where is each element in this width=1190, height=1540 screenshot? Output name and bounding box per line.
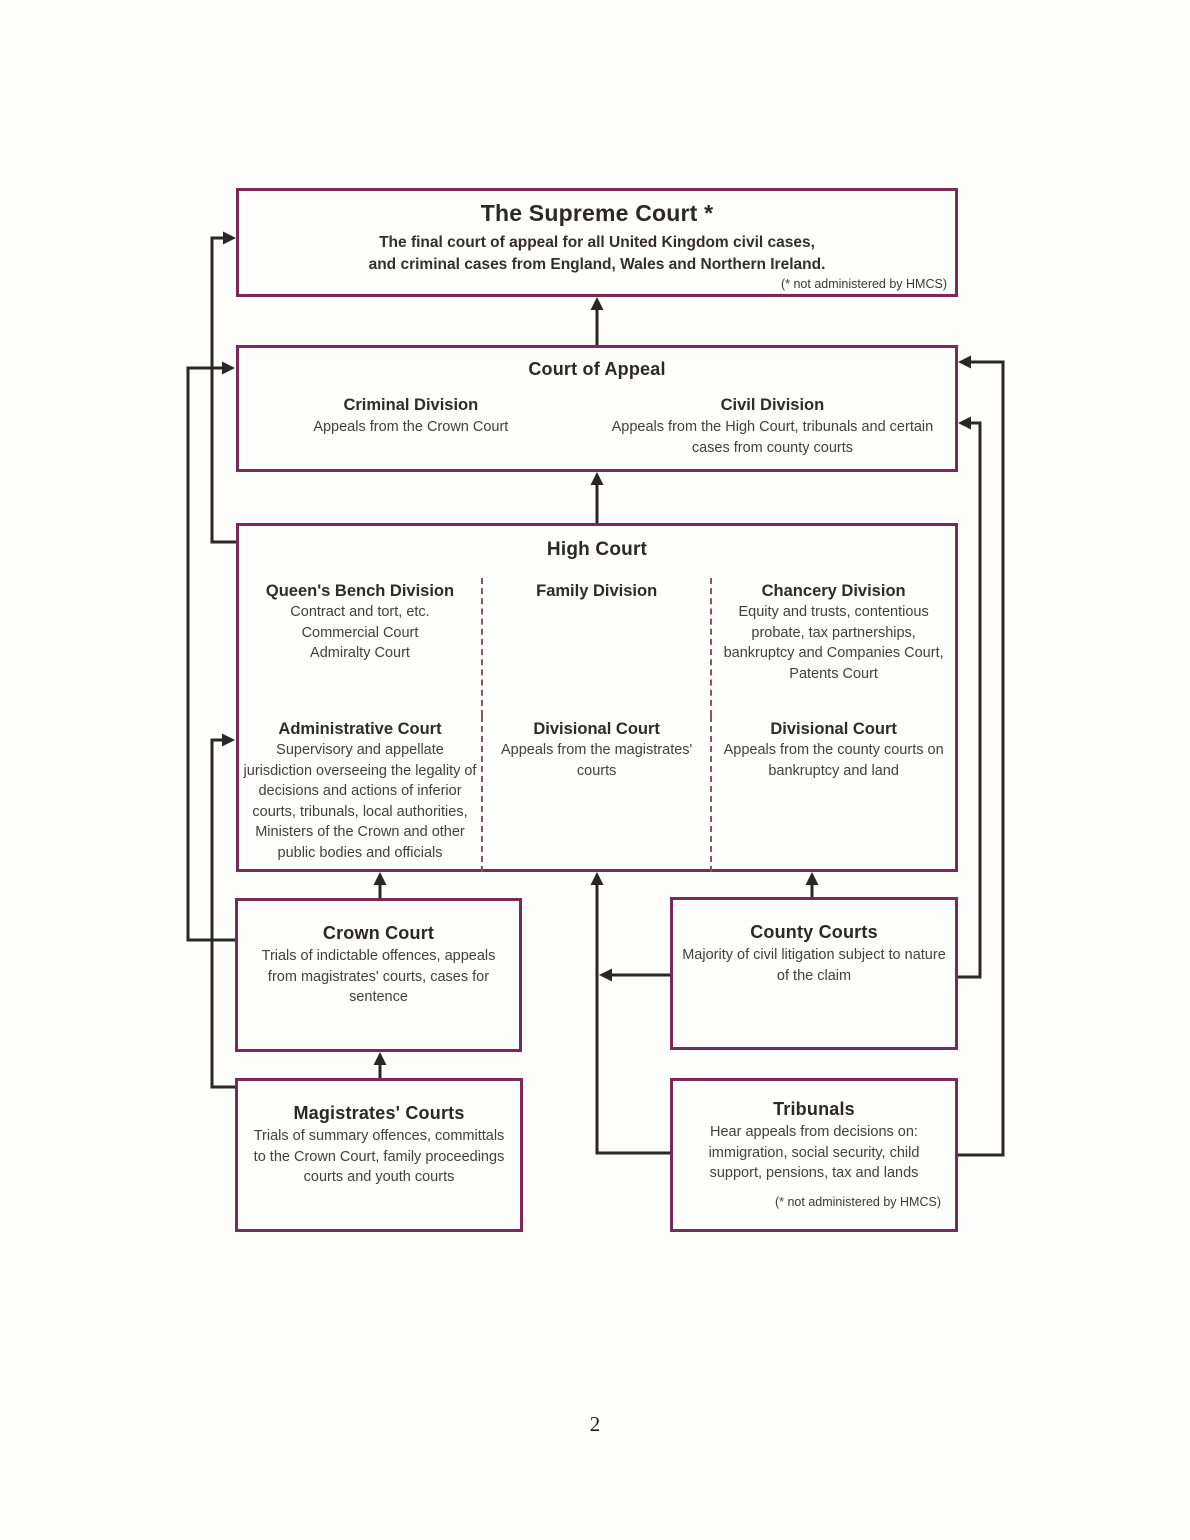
chancery-divisional-court-desc: Appeals from the county courts on bankru… <box>723 742 944 779</box>
civil-division-title: Civil Division <box>720 396 825 414</box>
page-number: 2 <box>589 1412 601 1436</box>
arrowhead-right-icon <box>222 733 235 747</box>
connector-tribunals-to-coa-right <box>958 360 1005 1157</box>
arrowhead-left-icon <box>958 416 971 430</box>
supreme-court-desc: The final court of appeal for all United… <box>239 232 955 275</box>
county-courts-desc: Majority of civil litigation subject to … <box>682 947 946 984</box>
tribunals-note: (* not administered by HMCS) <box>774 1195 941 1209</box>
family-divisional-court-cell: Divisional Court Appeals from the magist… <box>481 716 713 872</box>
county-courts-box: County Courts Majority of civil litigati… <box>670 897 958 1050</box>
arrowhead-up-icon <box>373 1052 387 1065</box>
administrative-court-title: Administrative Court <box>278 720 442 738</box>
chancery-divisional-court-cell: Divisional Court Appeals from the county… <box>712 716 955 872</box>
crown-court-title: Crown Court <box>322 923 435 943</box>
family-division-cell: Family Division <box>481 578 713 716</box>
supreme-court-title: The Supreme Court * <box>480 200 714 226</box>
arrowhead-up-icon <box>590 872 604 885</box>
arrowhead-left-icon <box>958 355 971 369</box>
tribunals-desc: Hear appeals from decisions on: immigrat… <box>708 1124 920 1182</box>
civil-division-section: Civil Division Appeals from the High Cou… <box>604 396 941 458</box>
connector-county-to-coa-right <box>958 421 982 979</box>
administrative-court-desc: Supervisory and appellate jurisdiction o… <box>243 742 477 861</box>
chancery-division-title: Chancery Division <box>761 582 906 600</box>
queens-bench-line: Admiralty Court <box>310 645 410 662</box>
criminal-division-section: Criminal Division Appeals from the Crown… <box>253 396 568 438</box>
supreme-court-note: (* not administered by HMCS) <box>780 277 947 291</box>
supreme-court-desc-line1: The final court of appeal for all United… <box>379 234 815 251</box>
civil-division-desc: Appeals from the High Court, tribunals a… <box>611 419 934 456</box>
crown-court-box: Crown Court Trials of indictable offence… <box>235 898 522 1052</box>
connector-tribunals-to-high <box>595 884 670 1155</box>
crown-court-desc: Trials of indictable offences, appeals f… <box>261 948 496 1006</box>
magistrates-courts-box: Magistrates' Courts Trials of summary of… <box>235 1078 523 1232</box>
supreme-court-desc-line2: and criminal cases from England, Wales a… <box>368 255 826 273</box>
arrowhead-up-icon <box>590 297 604 310</box>
arrowhead-right-icon <box>222 361 235 375</box>
arrowhead-right-icon <box>223 231 236 245</box>
magistrates-courts-desc: Trials of summary offences, committals t… <box>253 1128 505 1186</box>
criminal-division-title: Criminal Division <box>343 396 479 414</box>
arrowhead-up-icon <box>373 872 387 885</box>
supreme-court-box: The Supreme Court * The final court of a… <box>236 188 958 297</box>
queens-bench-line: Commercial Court <box>301 624 419 641</box>
queens-bench-division-cell: Queen's Bench Division Contract and tort… <box>239 578 481 716</box>
chancery-division-cell: Chancery Division Equity and trusts, con… <box>712 578 955 716</box>
family-division-title: Family Division <box>536 582 658 600</box>
connector-high-to-supreme-left <box>210 236 236 544</box>
high-court-box: High Court Queen's Bench Division Contra… <box>236 523 958 872</box>
arrowhead-up-icon <box>805 872 819 885</box>
high-court-grid: Queen's Bench Division Contract and tort… <box>239 578 955 872</box>
connector-magistrates-to-high-left <box>210 738 235 1089</box>
chancery-divisional-court-title: Divisional Court <box>770 720 897 738</box>
family-divisional-court-title: Divisional Court <box>533 720 660 738</box>
queens-bench-division-title: Queen's Bench Division <box>265 582 455 600</box>
magistrates-courts-title: Magistrates' Courts <box>293 1103 465 1123</box>
arrowhead-up-icon <box>590 472 604 485</box>
criminal-division-desc: Appeals from the Crown Court <box>313 419 509 435</box>
chancery-division-desc: Equity and trusts, contentious probate, … <box>723 604 944 682</box>
queens-bench-line: Contract and tort, etc. <box>290 604 430 620</box>
court-of-appeal-box: Court of Appeal Criminal Division Appeal… <box>236 345 958 472</box>
arrowhead-left-icon <box>599 968 612 982</box>
county-courts-title: County Courts <box>750 922 878 942</box>
court-of-appeal-title: Court of Appeal <box>528 359 666 379</box>
tribunals-title: Tribunals <box>773 1099 855 1119</box>
administrative-court-cell: Administrative Court Supervisory and app… <box>239 716 481 872</box>
tribunals-box: Tribunals Hear appeals from decisions on… <box>670 1078 958 1232</box>
high-court-title: High Court <box>546 539 648 560</box>
family-divisional-court-desc: Appeals from the magistrates' courts <box>500 742 693 779</box>
